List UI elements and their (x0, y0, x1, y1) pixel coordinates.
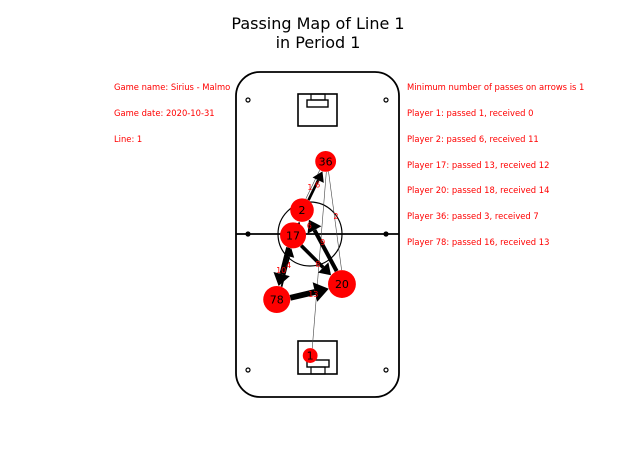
pass-line (328, 171, 342, 271)
pass-count-label: 1 (307, 183, 312, 192)
player-number: 20 (335, 278, 349, 291)
player-node: 2 (290, 198, 314, 222)
player-marker (315, 150, 337, 172)
pass-edge (289, 282, 329, 302)
player-number: 1 (307, 350, 314, 363)
player-number: 17 (286, 229, 300, 242)
arrowhead (312, 282, 329, 302)
faceoff-dot (383, 367, 389, 373)
faceoff-dot (245, 231, 251, 237)
player-stat: Player 1: passed 1, received 0 (407, 107, 534, 118)
top-goal (306, 99, 329, 108)
player-number: 36 (319, 155, 333, 168)
pass-line (279, 246, 291, 275)
pass-count-label: 9 (320, 238, 325, 247)
top-goal-area (297, 93, 338, 127)
arrowhead (312, 171, 324, 183)
player-number: 2 (299, 204, 306, 217)
player-node: 1 (302, 348, 318, 363)
pass-line (307, 179, 320, 201)
pass-edge (328, 171, 342, 271)
pass-edge (299, 244, 332, 276)
faceoff-dot (383, 97, 389, 103)
chart-title-line-2: in Period 1 (275, 33, 361, 52)
pass-line (311, 171, 327, 349)
pass-count-label: 10 (276, 266, 286, 275)
pass-edge (307, 171, 324, 201)
bottom-goal-net (310, 366, 326, 375)
pass-count-label: 4 (286, 261, 291, 270)
player-marker (280, 222, 307, 249)
player-node: 78 (263, 285, 291, 314)
faceoff-dot (245, 97, 251, 103)
arrowhead (318, 262, 332, 276)
player-node: 17 (280, 222, 307, 249)
player-nodes: 36 2 17 20 78 1 (263, 150, 356, 363)
player-node: 20 (328, 270, 356, 298)
pass-edges (273, 169, 342, 349)
line-number: Line: 1 (114, 133, 143, 144)
chart-title-line-1: Passing Map of Line 1 (231, 14, 405, 33)
pass-count-label: 8 (315, 260, 320, 269)
pass-edge (307, 219, 339, 273)
pass-edge (311, 171, 327, 349)
min-passes-note: Minimum number of passes on arrows is 1 (407, 82, 585, 93)
arrowhead (273, 272, 290, 287)
player-number: 78 (270, 294, 284, 307)
pass-line (289, 289, 316, 301)
chart-title: Passing Map of Line 1 in Period 1 (0, 14, 620, 52)
arrowhead (307, 219, 322, 234)
pass-count-label: 6 (315, 181, 320, 190)
player-stat: Player 20: passed 18, received 14 (407, 185, 550, 196)
player-stats: Minimum number of passes on arrows is 1 … (407, 66, 584, 255)
player-marker (302, 348, 318, 363)
pass-line (312, 229, 339, 273)
pass-edge (273, 246, 291, 287)
player-node: 36 (315, 150, 337, 172)
player-stat: Player 78: passed 16, received 13 (407, 236, 550, 247)
player-stat: Player 36: passed 3, received 7 (407, 211, 539, 222)
game-name: Game name: Sirius - Malmo (114, 82, 231, 93)
faceoff-dot (383, 231, 389, 237)
pass-count-label: 6 (307, 221, 312, 230)
player-stat: Player 17: passed 13, received 12 (407, 159, 550, 170)
game-info: Game name: Sirius - Malmo Game date: 202… (114, 66, 230, 152)
pass-line (299, 244, 325, 269)
pass-count-label: 2 (333, 212, 338, 221)
player-stat: Player 2: passed 6, received 11 (407, 133, 539, 144)
player-marker (263, 285, 291, 314)
player-marker (290, 198, 314, 222)
faceoff-dot (245, 367, 251, 373)
player-marker (328, 270, 356, 298)
pass-count-label: 13 (308, 290, 318, 299)
top-goal-net (310, 93, 326, 101)
game-date: Game date: 2020-10-31 (114, 107, 215, 118)
